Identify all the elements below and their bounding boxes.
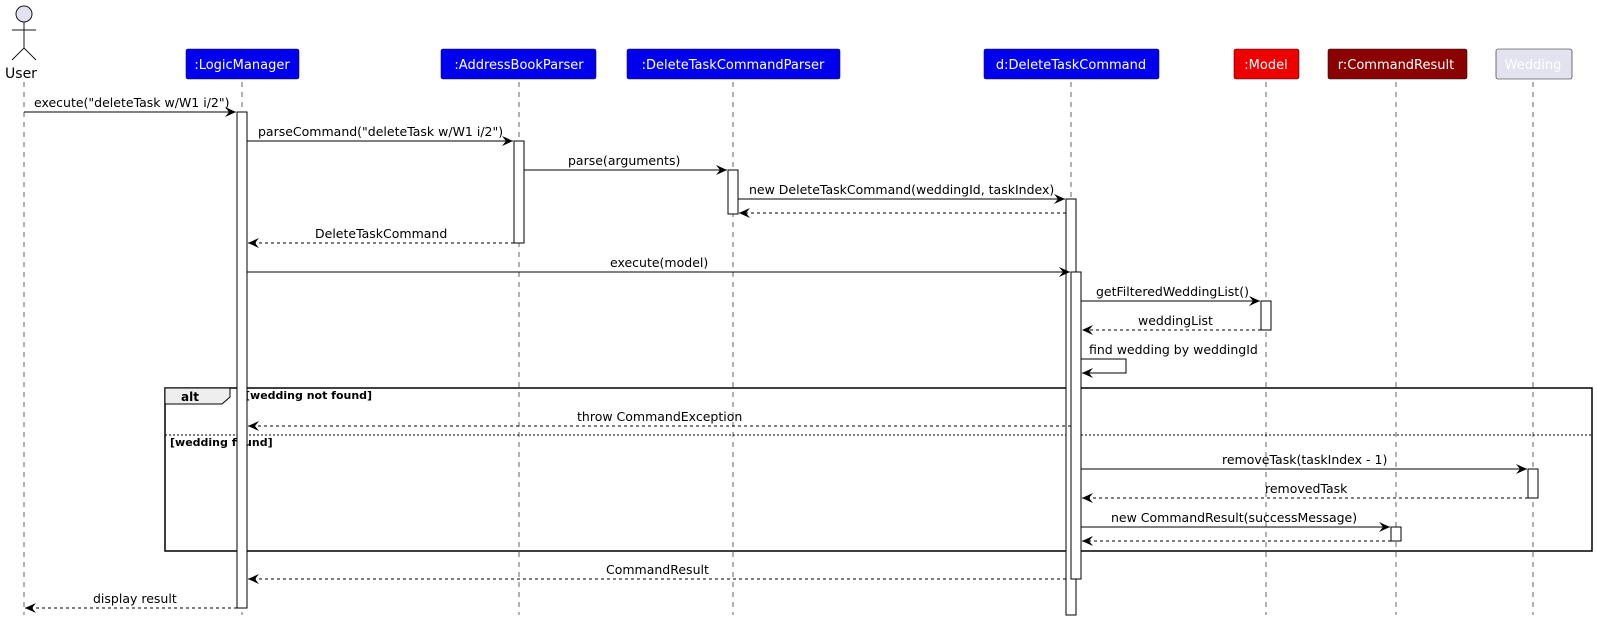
activation-dtc-inner [1070, 271, 1082, 580]
message-label: DeleteTaskCommand [315, 226, 447, 241]
participant-label: r:CommandResult [1338, 58, 1454, 73]
participant-box [185, 48, 300, 80]
message-self-arrow [1081, 358, 1127, 378]
participant-label: d:DeleteTaskCommand [996, 58, 1146, 73]
alt-frame-border [164, 387, 1593, 552]
message-label: CommandResult [606, 562, 709, 577]
alt-frame-keyword: alt [181, 390, 199, 404]
message-label: parseCommand("deleteTask w/W1 i/2") [258, 124, 503, 139]
message-label: display result [93, 591, 177, 606]
lifelines [23, 82, 1534, 615]
message-label: weddingList [1138, 313, 1213, 328]
activations [236, 111, 1539, 616]
participant-result: r:CommandResult [1327, 48, 1468, 80]
participant-model: :Model [1233, 48, 1300, 80]
actor-user: User [5, 5, 37, 82]
participant-box [440, 48, 597, 80]
alt-guard-not-found: [wedding not found] [245, 389, 372, 402]
actor-leg-left [11, 47, 25, 61]
message-label: new DeleteTaskCommand(weddingId, taskInd… [749, 182, 1054, 197]
participant-box [1495, 48, 1573, 80]
message-label: execute("deleteTask w/W1 i/2") [34, 95, 230, 110]
message-label: new CommandResult(successMessage) [1111, 510, 1357, 525]
participant-logic: :LogicManager [185, 48, 300, 80]
activation-model [1260, 300, 1272, 331]
message-label: execute(model) [610, 255, 708, 270]
actor-head [15, 5, 33, 23]
message-label: removedTask [1265, 481, 1348, 496]
activation-abp [513, 140, 525, 244]
message-label: throw CommandException [577, 409, 742, 424]
message-label: removeTask(taskIndex - 1) [1222, 452, 1387, 467]
message-label: find wedding by weddingId [1089, 342, 1258, 357]
activation-wedding [1527, 468, 1539, 499]
alt-guard-found: [wedding found] [170, 436, 273, 449]
message-label: parse(arguments) [568, 153, 680, 168]
message-label: getFilteredWeddingList() [1096, 284, 1249, 299]
actor-label: User [5, 66, 37, 82]
participant-abp: :AddressBookParser [440, 48, 597, 80]
participant-dtc: d:DeleteTaskCommand [983, 48, 1160, 80]
participant-label: :LogicManager [194, 58, 290, 73]
messages: execute("deleteTask w/W1 i/2") parseComm… [24, 95, 1528, 613]
participant-wedding: Wedding [1495, 48, 1573, 80]
participant-box [1327, 48, 1468, 80]
participant-box [626, 48, 841, 80]
participant-label: Wedding [1505, 58, 1562, 73]
activation-logic [236, 111, 248, 609]
participant-dtcp: :DeleteTaskCommandParser [626, 48, 841, 80]
participant-label: :AddressBookParser [454, 58, 584, 73]
participant-box [1233, 48, 1300, 80]
participant-box [983, 48, 1160, 80]
actor-leg-right [23, 47, 37, 61]
activation-result [1390, 526, 1402, 542]
participant-label: :DeleteTaskCommandParser [642, 58, 825, 73]
activation-dtcp [727, 169, 739, 215]
participant-label: :Model [1244, 58, 1287, 73]
alt-frame-tab [164, 387, 231, 405]
